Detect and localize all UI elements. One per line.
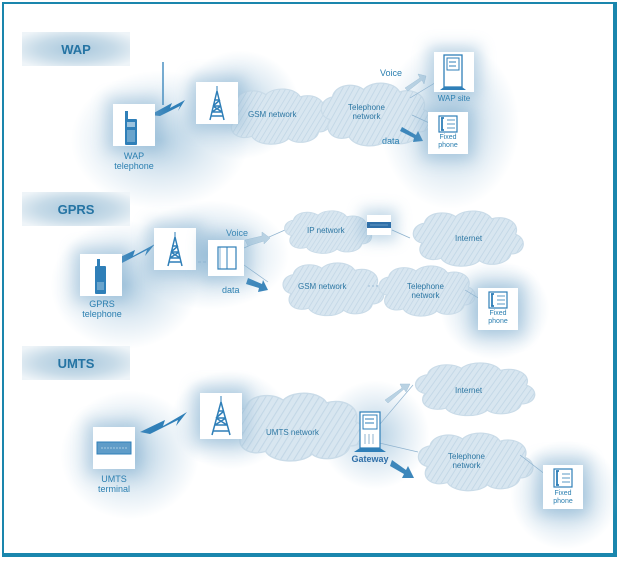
gprs-tower-node [154,228,196,270]
section-label-gprs: GPRS [22,192,130,226]
caption-line: GPRS [89,299,115,309]
router-node [367,215,391,235]
radio-link-icon [140,412,187,434]
cloud-label: Internet [455,386,483,395]
connector-line [243,264,269,283]
cloud-label: IP network [307,226,345,235]
caption-line: Fixed [554,490,572,497]
antenna-tower-icon [209,86,225,121]
caption-line: UMTS [101,474,127,484]
section-label-wap: WAP [22,32,130,66]
fixed-phone-icon [553,468,573,488]
data-arrow [400,127,423,142]
voice-label: Voice [226,228,249,238]
connector-line [374,384,414,431]
switch-icon [217,246,237,270]
wap-tower-node [196,82,238,124]
mobile-phone-icon [95,259,106,294]
cloud-label-line: Telephone [407,282,444,291]
server-icon [354,411,386,452]
wap-site-node [434,52,474,92]
fixed-phone-icon [438,115,458,133]
data-label: data [382,136,400,146]
cloud-label-line: network [352,112,381,121]
fixed-phone-icon [488,291,508,309]
caption-line: WAP [123,151,145,161]
router-icon [367,222,391,228]
voice-arrow [404,73,427,92]
data-label: data [222,285,240,295]
caption-line: terminal [97,484,130,494]
cloud-label: Internet [455,234,483,243]
umts-tower-node [200,393,242,439]
voice-label: Voice [380,68,403,78]
connector-line [374,441,419,453]
cloud-label-line: Telephone [448,452,485,461]
mobile-phone-icon [125,111,137,145]
caption-line: telephone [82,309,122,319]
cloud-label: UMTS network [266,428,319,437]
antenna-tower-icon [167,232,183,267]
gprs-switch-node [208,240,244,276]
gateway-label: Gateway [351,454,389,464]
voice-arrow [384,383,411,404]
caption-line: Fixed [439,134,457,141]
server-icon [440,54,466,90]
umts-terminal-icon [96,441,132,455]
gprs-telephone-node [80,254,122,296]
radio-link-icon [150,100,185,116]
caption-line: phone [488,318,508,325]
cloud-label: GSM network [248,110,297,119]
cloud-label-line: Telephone [348,103,385,112]
data-arrow [246,278,268,292]
voice-arrow [244,231,271,247]
umts-terminal-node [93,427,135,469]
cloud-label-line: network [411,291,440,300]
cloud-label: GSM network [298,282,347,291]
section-label-umts: UMTS [22,346,130,380]
data-arrow [390,460,414,478]
antenna-tower-icon [211,396,231,436]
caption-line: telephone [114,161,154,171]
gateway-node [354,410,386,454]
connector-line [391,229,411,239]
wap-site-label: WAP site [437,94,471,103]
caption-line: phone [553,498,573,505]
caption-line: Fixed [489,310,507,317]
cloud-label-line: network [452,461,481,470]
wap-telephone-node [113,104,155,146]
caption-line: phone [438,142,458,149]
